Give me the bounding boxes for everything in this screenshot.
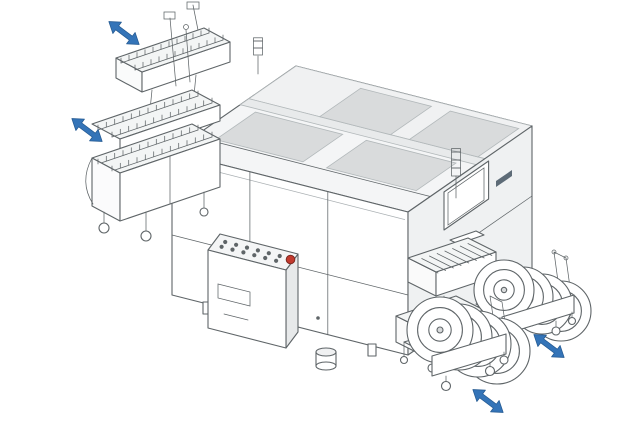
door-knob-right: [316, 316, 320, 320]
roof-apron-seam: [193, 136, 431, 197]
feeder-slots: [413, 243, 493, 274]
caster-wheel: [499, 355, 509, 365]
transfer-arrow-cart-rear-icon: [533, 334, 565, 358]
transfer-arrows: [71, 21, 565, 413]
pedestal-slot: [223, 313, 249, 321]
support-foot: [315, 347, 337, 371]
signal-tower-left: [253, 37, 263, 75]
caster-wheel: [399, 355, 409, 365]
transfer-arrow-conveyor-upper-icon: [108, 21, 140, 45]
monitor-frame: [443, 160, 490, 231]
tape-reel-cart-rear: [473, 249, 592, 350]
signal-tower-right: [451, 148, 461, 199]
roof-panel-shaded-back-right: [408, 110, 520, 158]
control-pedestal: [207, 233, 299, 349]
roof-panel-shaded-front-left: [214, 111, 344, 163]
caster-wheel: [199, 207, 209, 217]
caster-wheel: [98, 222, 110, 234]
transfer-arrow-conveyor-lower-icon: [71, 118, 103, 142]
machine-foot-3: [367, 343, 377, 357]
monitor-screen: [447, 167, 485, 226]
caster-wheel: [140, 230, 152, 242]
caster-wheel: [484, 365, 496, 377]
roof-panel-shaded-front-right: [325, 139, 457, 192]
caster-wheel: [567, 316, 577, 326]
caster-wheel: [440, 380, 452, 392]
transfer-arrow-cart-front-icon: [472, 389, 504, 413]
sensor-knob: [183, 24, 189, 30]
brand-logo: [496, 170, 512, 187]
pedestal-display: [217, 283, 251, 307]
pedestal-front-face: [207, 249, 287, 349]
roof-panel-shaded-back-left: [318, 87, 433, 136]
caster-wheel: [551, 326, 561, 336]
curved-cover: [85, 157, 94, 205]
placement-machine: [171, 37, 533, 371]
cart-front-panel: [431, 333, 507, 377]
sensor-flag: [163, 11, 176, 20]
emergency-stop-button: [285, 254, 296, 265]
sensor-flag: [186, 1, 200, 10]
control-button-panel: [219, 239, 282, 263]
conveyor-rail-pins: [97, 27, 224, 172]
tape-reel-cart-front: [403, 295, 531, 392]
